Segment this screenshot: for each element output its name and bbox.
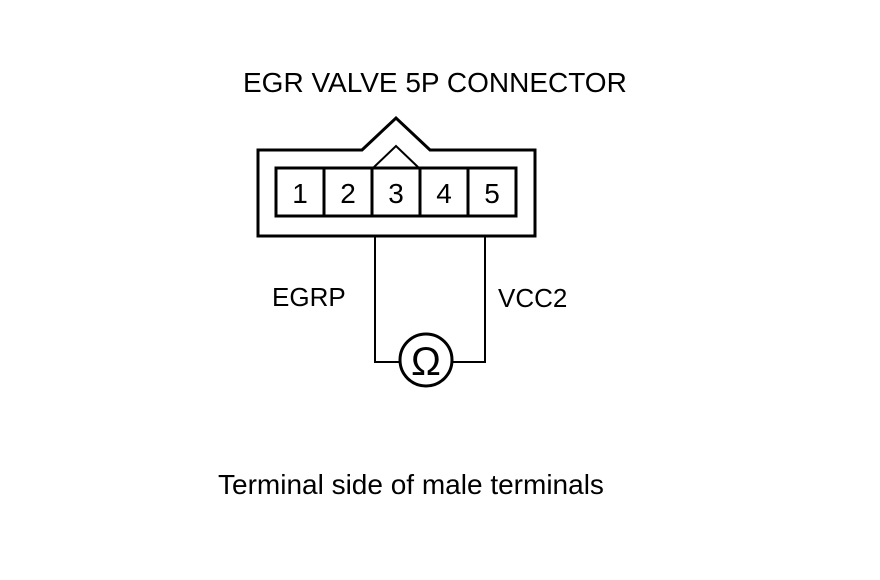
connector-housing (256, 115, 537, 238)
pin-number-3: 3 (388, 178, 404, 209)
test-lead-right (452, 236, 486, 363)
ohmmeter-icon (398, 332, 454, 388)
pin-number-2: 2 (340, 178, 356, 209)
test-lead-left (374, 236, 400, 363)
ohm-symbol: Ω (411, 340, 441, 384)
pin-number-4: 4 (436, 178, 452, 209)
key-notch (372, 144, 420, 169)
view-caption: Terminal side of male terminals (218, 469, 604, 500)
pin-number-1: 1 (292, 178, 308, 209)
wire-label-vcc2: VCC2 (498, 283, 567, 313)
diagram-title: EGR VALVE 5P CONNECTOR (243, 67, 627, 98)
pin-number-5: 5 (484, 178, 500, 209)
wire-label-egrp: EGRP (272, 282, 346, 312)
terminal-row (274, 166, 518, 218)
